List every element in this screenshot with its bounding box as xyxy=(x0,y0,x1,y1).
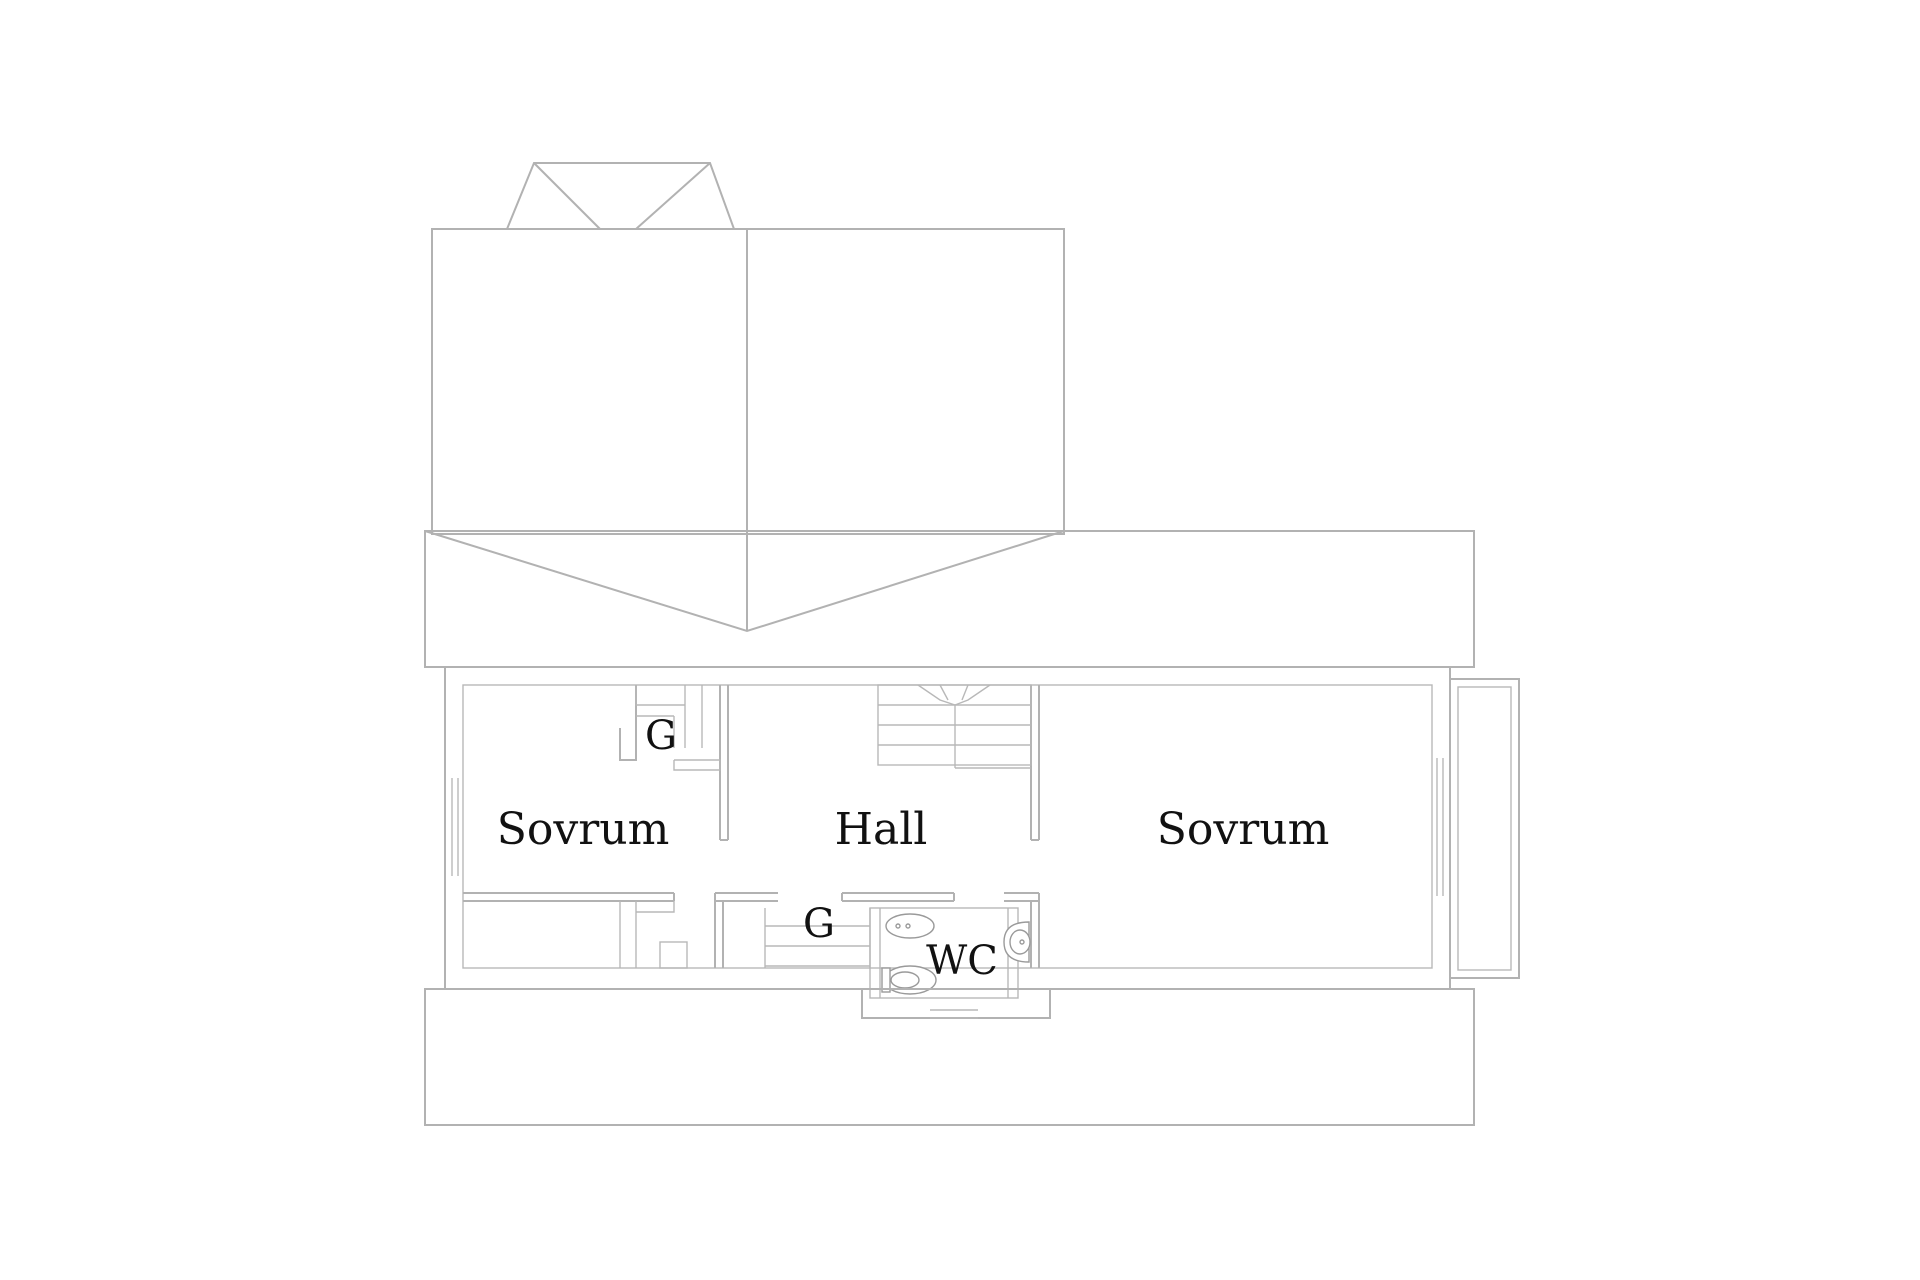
interior-walls xyxy=(463,685,1040,999)
sink-icon xyxy=(1003,921,1031,963)
roof-eave-band xyxy=(424,530,1475,668)
staircase xyxy=(877,684,1032,769)
roof-dormer xyxy=(506,162,735,230)
room-label-bedroom-right: Sovrum xyxy=(1157,804,1330,855)
room-label-wardrobe-bottom: G xyxy=(803,901,835,947)
room-label-toilet: WC xyxy=(926,938,998,984)
bidet-icon xyxy=(885,913,935,939)
roof-main-gable xyxy=(431,228,1065,631)
room-label-hall: Hall xyxy=(835,804,928,855)
roof-lower-band xyxy=(424,988,1475,1126)
balcony xyxy=(1449,678,1520,979)
room-label-wardrobe-top: G xyxy=(645,713,677,759)
room-label-bedroom-left: Sovrum xyxy=(497,804,670,855)
wc-bumpout xyxy=(861,989,1051,1019)
